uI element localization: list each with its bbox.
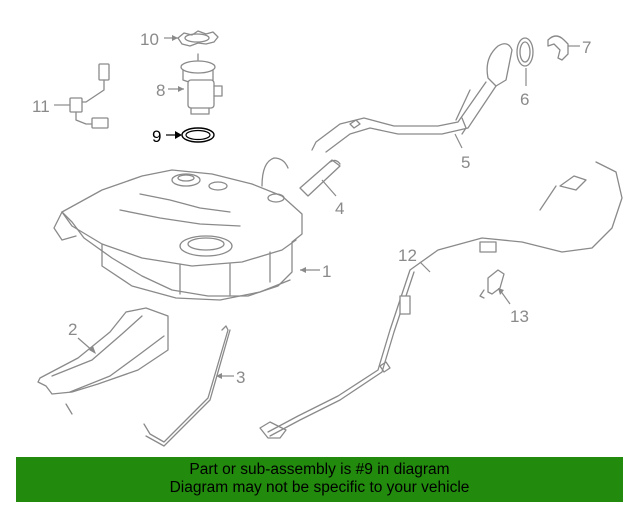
callout-13[interactable]: 13 bbox=[510, 307, 529, 326]
parts-diagram: 10 8 9 11 6 7 bbox=[32, 30, 623, 447]
callout-12[interactable]: 12 bbox=[398, 246, 417, 265]
leader-arrow-2 bbox=[89, 346, 96, 354]
callout-4[interactable]: 4 bbox=[335, 199, 344, 218]
part-5-filler-pipe[interactable] bbox=[311, 43, 513, 153]
banner-line-1: Part or sub-assembly is #9 in diagram bbox=[189, 461, 450, 478]
part-6-grommet[interactable] bbox=[516, 37, 534, 67]
part-2-heat-shield[interactable] bbox=[37, 307, 169, 415]
callout-11[interactable]: 11 bbox=[32, 97, 50, 116]
callout-2[interactable]: 2 bbox=[68, 320, 77, 339]
callout-10[interactable]: 10 bbox=[140, 30, 159, 49]
part-3-strap[interactable] bbox=[143, 325, 231, 447]
part-7-clip[interactable] bbox=[547, 35, 569, 61]
leader-arrow-8 bbox=[178, 86, 184, 92]
part-12-release-cable[interactable] bbox=[259, 161, 623, 439]
part-10-lock-ring[interactable] bbox=[177, 30, 219, 47]
leader-arrow-1 bbox=[300, 267, 306, 273]
fitment-banner: Part or sub-assembly is #9 in diagram Di… bbox=[16, 457, 623, 502]
part-1-fuel-tank[interactable] bbox=[53, 157, 303, 301]
leader-arrow-10 bbox=[172, 35, 178, 41]
callout-5[interactable]: 5 bbox=[461, 153, 470, 172]
leader-arrow-13 bbox=[498, 288, 504, 295]
leader-5 bbox=[454, 133, 463, 149]
leader-arrow-3 bbox=[216, 373, 222, 379]
part-13-clip[interactable] bbox=[479, 269, 505, 299]
callout-8[interactable]: 8 bbox=[156, 81, 165, 100]
leader-arrow-9 bbox=[175, 131, 182, 139]
part-9-seal-ring[interactable] bbox=[181, 127, 215, 143]
callout-3[interactable]: 3 bbox=[236, 368, 245, 387]
part-8-fuel-pump[interactable] bbox=[180, 53, 223, 115]
callout-1[interactable]: 1 bbox=[322, 262, 331, 281]
callout-7[interactable]: 7 bbox=[582, 38, 591, 57]
part-11-harness[interactable] bbox=[69, 63, 110, 129]
banner-line-2: Diagram may not be specific to your vehi… bbox=[169, 479, 470, 496]
part-4-hose[interactable] bbox=[299, 159, 341, 197]
callout-6[interactable]: 6 bbox=[520, 90, 529, 109]
callout-9[interactable]: 9 bbox=[152, 127, 161, 146]
leader-12 bbox=[419, 261, 431, 273]
leader-4 bbox=[321, 179, 337, 197]
